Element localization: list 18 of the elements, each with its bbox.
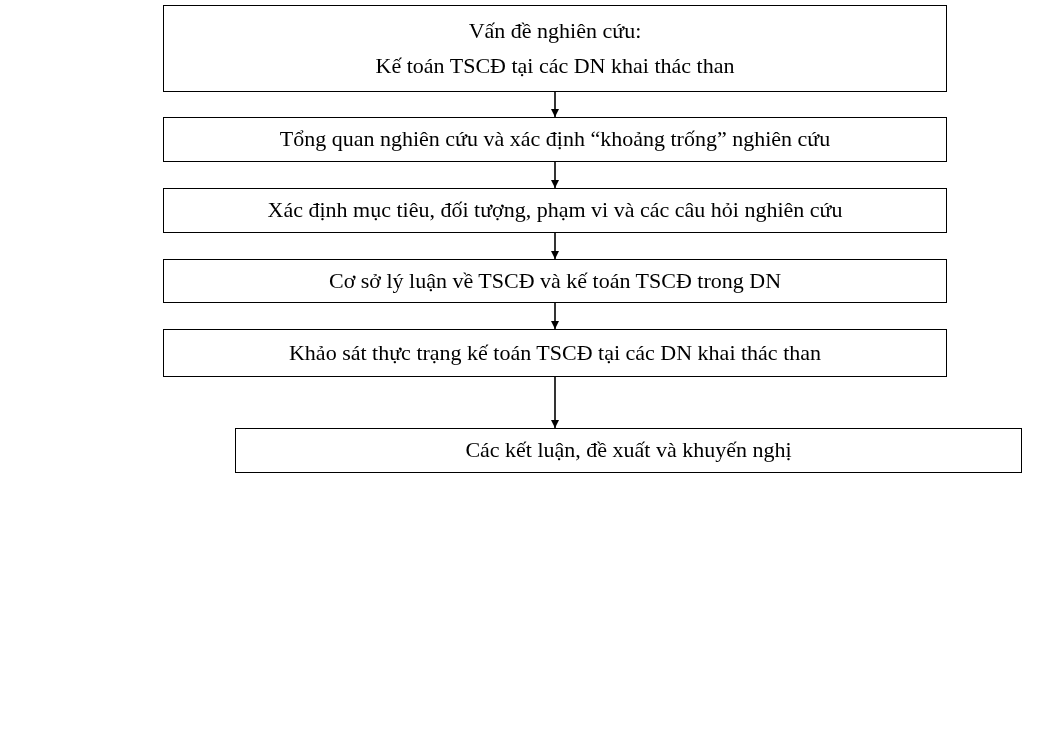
box-heading: Vấn đề nghiên cứu: bbox=[468, 17, 642, 46]
process-box bbox=[235, 428, 1022, 473]
box-text: Cơ sở lý luận về TSCĐ và kế toán TSCĐ trong DN bbox=[328, 266, 782, 295]
process-box bbox=[163, 5, 947, 92]
process-box bbox=[163, 259, 947, 303]
arrow bbox=[551, 91, 559, 118]
arrow bbox=[551, 161, 559, 189]
box-text: Xác định mục tiêu, đối tượng, phạm vi và các câu hỏi nghiên cứu bbox=[267, 196, 843, 225]
box-text: Tổng quan nghiên cứu và xác định “khoảng trống” nghiên cứu bbox=[279, 125, 831, 154]
box-text: Khảo sát thực trạng kế toán TSCĐ tại các DN khai thác than bbox=[289, 338, 821, 367]
box-text: Các kết luận, đề xuất và khuyến nghị bbox=[465, 436, 792, 465]
arrow bbox=[551, 232, 559, 260]
process-box bbox=[163, 329, 947, 377]
arrow bbox=[551, 376, 559, 429]
box-text: Kế toán TSCĐ tại các DN khai thác than bbox=[375, 51, 735, 80]
process-box bbox=[163, 188, 947, 233]
arrow bbox=[551, 302, 559, 330]
process-box bbox=[163, 117, 947, 162]
